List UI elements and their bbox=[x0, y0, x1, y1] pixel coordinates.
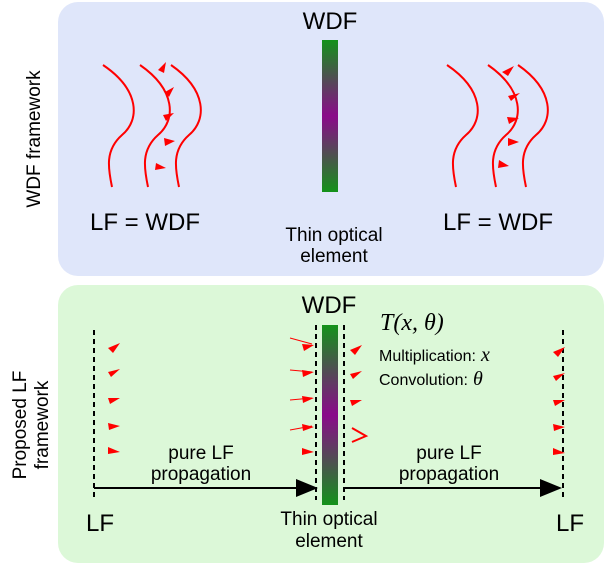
ray-arrow bbox=[108, 398, 120, 404]
left-propagation-arrow bbox=[94, 479, 318, 497]
ray-arrow bbox=[351, 427, 369, 443]
ray-arrow bbox=[108, 423, 120, 430]
ray-arrow bbox=[165, 87, 174, 97]
left-propagation-label-line1: pure LF bbox=[168, 443, 233, 464]
top-element-label-line1: Thin optical bbox=[285, 225, 382, 246]
right-propagation-label-line1: pure LF bbox=[416, 443, 481, 464]
element-incoming-arrowheads bbox=[302, 344, 314, 455]
bottom-dashed-planes bbox=[93, 325, 564, 500]
multiplication-label: Multiplication:x bbox=[379, 344, 490, 366]
multiplication-variable: x bbox=[480, 344, 490, 366]
top-right-label: LF = WDF bbox=[443, 209, 553, 236]
right-propagation-arrow bbox=[344, 479, 562, 497]
bottom-panel-side-label-line2: framework bbox=[32, 380, 53, 469]
top-thin-optical-element bbox=[322, 40, 338, 192]
element-outgoing-arrowheads bbox=[350, 345, 362, 406]
ray-arrow bbox=[553, 347, 565, 357]
right-lf-label: LF bbox=[556, 510, 584, 537]
ray-arrow bbox=[108, 343, 120, 353]
element-outgoing-chevron bbox=[351, 427, 369, 443]
wavefront-curve bbox=[446, 64, 479, 188]
left-lf-label: LF bbox=[86, 510, 114, 537]
ray-arrow bbox=[507, 117, 519, 124]
ray-arrow bbox=[302, 396, 314, 403]
ray-arrow bbox=[350, 345, 362, 355]
ray-arrow bbox=[158, 62, 166, 73]
multiplication-text: Multiplication: bbox=[379, 348, 476, 365]
ray-arrow bbox=[302, 370, 314, 377]
top-right-wavefronts bbox=[446, 64, 549, 188]
ray-arrow bbox=[498, 160, 509, 168]
ray-arrow bbox=[350, 400, 362, 406]
convolution-text: Convolution: bbox=[379, 372, 468, 389]
ray-arrow bbox=[553, 373, 565, 381]
right-propagation-label-line2: propagation bbox=[399, 464, 499, 485]
bottom-element-label-line2: element bbox=[295, 531, 363, 552]
ray-arrow bbox=[155, 163, 166, 170]
bottom-left-ray-arrows bbox=[108, 343, 120, 454]
top-element-title: WDF bbox=[303, 8, 358, 35]
bottom-right-ray-arrows bbox=[553, 347, 565, 455]
ray-arrow bbox=[553, 400, 565, 406]
ray-arrow bbox=[553, 448, 565, 455]
ray-arrow bbox=[302, 448, 314, 455]
ray-arrow bbox=[502, 66, 514, 76]
ray-arrow bbox=[302, 424, 314, 431]
top-left-ray-arrows bbox=[155, 62, 175, 170]
top-right-ray-arrows bbox=[498, 66, 520, 168]
bottom-element-title: WDF bbox=[302, 292, 357, 319]
ray-arrow bbox=[108, 447, 120, 454]
ray-arrow bbox=[164, 138, 175, 146]
top-left-wavefronts bbox=[102, 64, 202, 188]
wavefront-curve bbox=[102, 64, 135, 188]
bottom-thin-optical-element bbox=[322, 325, 338, 505]
bottom-element-label-line1: Thin optical bbox=[280, 509, 377, 530]
ray-arrow bbox=[108, 369, 120, 377]
top-element-label-line2: element bbox=[300, 246, 368, 267]
bottom-panel-side-label-line1: Proposed LF bbox=[10, 371, 31, 480]
wavefront-curve bbox=[139, 64, 171, 188]
ray-arrow bbox=[163, 113, 174, 121]
wavefront-curve bbox=[487, 64, 519, 188]
left-propagation-label-line2: propagation bbox=[151, 464, 251, 485]
wavefront-curve bbox=[170, 64, 202, 188]
convolution-label: Convolution: θ bbox=[379, 368, 483, 390]
ray-arrow bbox=[508, 93, 520, 101]
ray-arrow bbox=[508, 138, 519, 146]
ray-line bbox=[289, 337, 313, 345]
ray-arrow bbox=[350, 371, 362, 379]
top-left-label: LF = WDF bbox=[90, 209, 200, 236]
convolution-variable: θ bbox=[473, 368, 483, 390]
ray-arrow bbox=[553, 424, 565, 431]
top-panel-side-label: WDF framework bbox=[24, 70, 45, 208]
ray-arrow bbox=[302, 344, 314, 351]
transfer-function: T(x, θ) bbox=[380, 310, 444, 336]
wavefront-curve bbox=[517, 64, 549, 188]
